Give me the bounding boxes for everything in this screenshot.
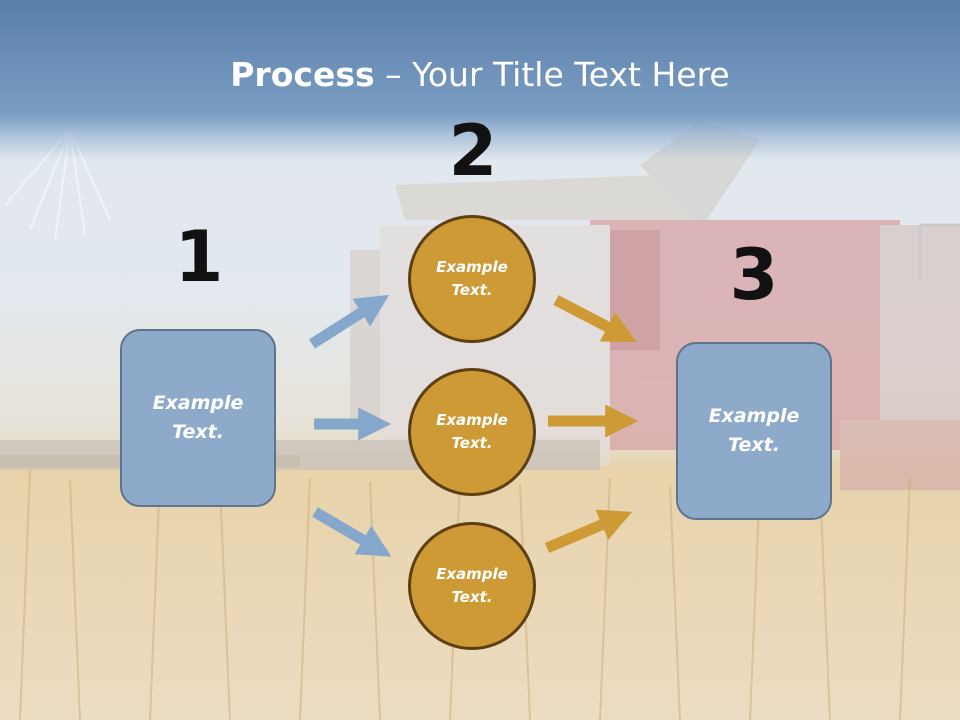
step-1-box-text: Example Text.	[152, 392, 244, 443]
step-number-2: 2	[448, 110, 498, 192]
circle-bottom-text: Example Text.	[436, 565, 508, 606]
circle-middle-text: Example Text.	[436, 411, 508, 452]
title-rest-part: – Your Title Text Here	[374, 55, 730, 94]
step-1-box: Example Text.	[120, 329, 276, 507]
step-2-circle-bottom: Example Text.	[408, 522, 536, 650]
step-number-3: 3	[729, 234, 779, 316]
step-3-box-text: Example Text.	[708, 405, 800, 456]
step-3-box: Example Text.	[676, 342, 832, 520]
title-band	[0, 0, 960, 160]
circle-top-text: Example Text.	[436, 258, 508, 299]
step-2-circle-top: Example Text.	[408, 215, 536, 343]
slide-title: Process – Your Title Text Here	[0, 52, 960, 98]
step-2-circle-middle: Example Text.	[408, 368, 536, 496]
title-bold-part: Process	[230, 55, 375, 94]
step-number-1: 1	[174, 216, 224, 298]
